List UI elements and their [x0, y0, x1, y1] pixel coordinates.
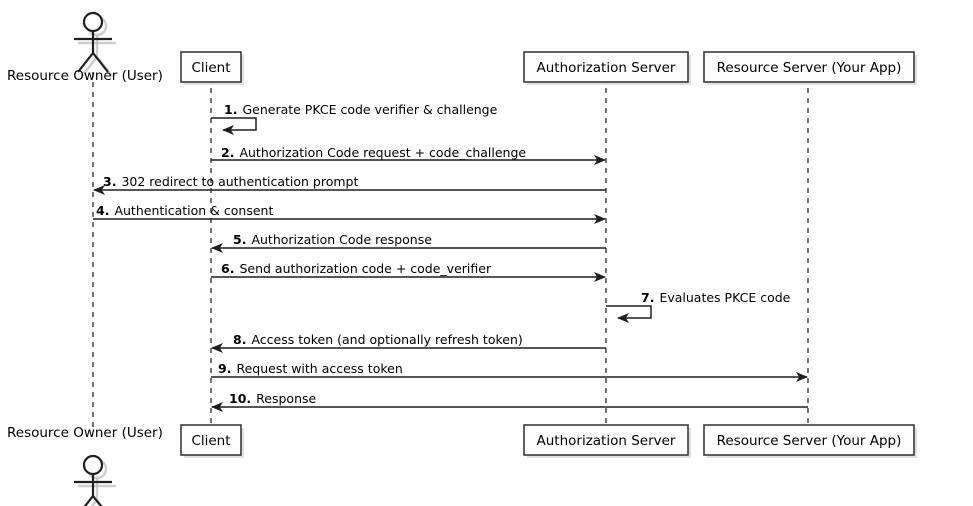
message-number: 9. [218, 361, 231, 376]
self-message-loop [606, 305, 652, 323]
actor-leg-right [92, 52, 109, 73]
actor-head-icon [82, 11, 104, 33]
participant-box-resource-server[interactable]: Resource Server (Your App) [703, 51, 917, 85]
actor-figure [74, 454, 112, 506]
message-4[interactable]: 4. Authentication & consent [93, 203, 606, 224]
box-frame [703, 51, 915, 83]
message-7[interactable]: 7. Evaluates PKCE code [606, 290, 791, 323]
message-number: 2. [221, 145, 234, 160]
participant-label: Resource Server (Your App) [717, 60, 902, 76]
participant-label: Authorization Server [537, 60, 676, 76]
message-number: 6. [221, 261, 234, 276]
participant-box-client[interactable]: Client [180, 424, 244, 458]
message-6[interactable]: 6. Send authorization code + code_verifie… [211, 261, 606, 282]
actor-resource-owner[interactable]: Resource Owner (User) [7, 11, 163, 84]
participant-label: Resource Server (Your App) [717, 433, 902, 449]
lifelines-layer [92, 72, 809, 432]
self-message-loop [211, 117, 257, 135]
message-text: Authentication & consent [114, 203, 273, 218]
message-text: 302 redirect to authentication prompt [121, 174, 358, 189]
participant-label: Client [191, 60, 230, 76]
message-text: Authorization Code response [251, 232, 432, 247]
message-text: Generate PKCE code verifier & challenge [242, 102, 497, 117]
message-text: Access token (and optionally refresh tok… [251, 332, 522, 347]
box-frame [523, 51, 689, 83]
message-number: 3. [103, 174, 116, 189]
message-text: Send authorization code + code_verifier [239, 261, 491, 276]
message-8[interactable]: 8. Access token (and optionally refresh t… [211, 332, 606, 353]
actor-figure [74, 11, 112, 73]
actor-resource-owner[interactable]: Resource Owner (User) [7, 425, 163, 506]
message-number: 1. [224, 102, 237, 117]
participant-label: Client [191, 433, 230, 449]
message-number: 10. [229, 391, 251, 406]
message-2[interactable]: 2. Authorization Code request + code_chal… [211, 145, 606, 165]
participant-box-authorization-server[interactable]: Authorization Server [523, 51, 691, 85]
box-frame [180, 424, 242, 456]
message-number: 5. [233, 232, 246, 247]
message-10[interactable]: 10. Response [211, 391, 808, 412]
actor-label: Resource Owner (User) [7, 68, 163, 84]
participant-label: Authorization Server [537, 433, 676, 449]
participants-layer: Resource Owner (User) Resource Owner (Use… [7, 11, 917, 506]
messages-layer: 1. Generate PKCE code verifier & challeng… [93, 102, 808, 412]
actor-leg-left [83, 495, 94, 506]
message-1[interactable]: 1. Generate PKCE code verifier & challeng… [211, 102, 498, 135]
message-number: 8. [233, 332, 246, 347]
message-number: 7. [641, 290, 654, 305]
message-text: Authorization Code request + code_challe… [239, 145, 526, 160]
actor-label: Resource Owner (User) [7, 425, 163, 441]
participant-box-authorization-server[interactable]: Authorization Server [523, 424, 691, 458]
message-number: 4. [96, 203, 109, 218]
message-text: Response [256, 391, 316, 406]
message-3[interactable]: 3. 302 redirect to authentication prompt [93, 174, 606, 195]
message-text: Evaluates PKCE code [659, 290, 790, 305]
message-9[interactable]: 9. Request with access token [211, 361, 808, 382]
box-frame [703, 424, 915, 456]
actor-head-icon [82, 454, 104, 476]
message-text: Request with access token [236, 361, 402, 376]
box-frame [180, 51, 242, 83]
actor-leg-left [77, 52, 94, 73]
message-5[interactable]: 5. Authorization Code response [211, 232, 606, 253]
participant-box-resource-server[interactable]: Resource Server (Your App) [703, 424, 917, 458]
box-frame [523, 424, 689, 456]
participant-box-client[interactable]: Client [180, 51, 244, 85]
